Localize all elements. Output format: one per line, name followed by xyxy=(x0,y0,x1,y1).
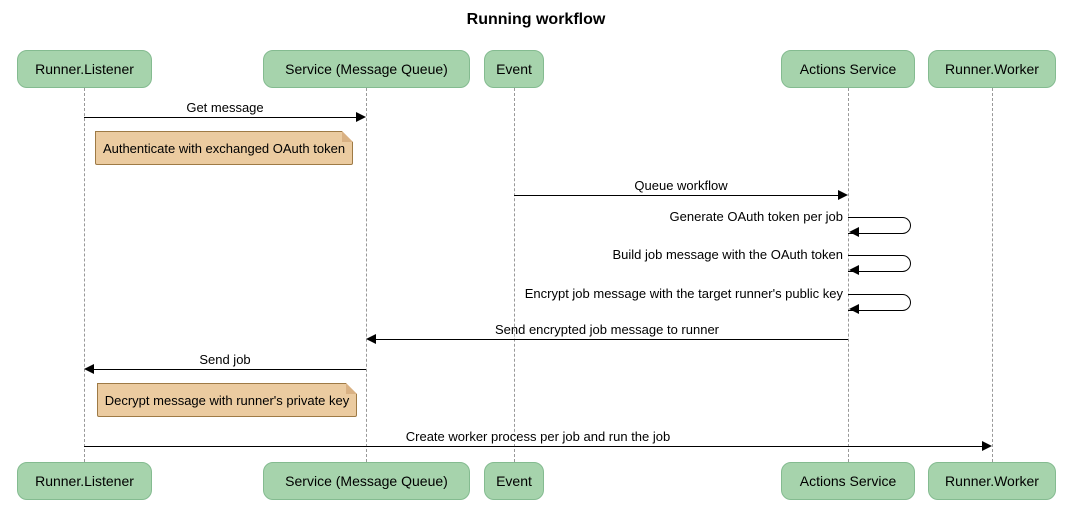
participant-top-event: Event xyxy=(484,50,544,88)
participant-bottom-runner-listener: Runner.Listener xyxy=(17,462,152,500)
note-decrypt: Decrypt message with runner's private ke… xyxy=(97,383,357,417)
arrowhead-right-icon xyxy=(838,190,848,200)
message-line xyxy=(514,195,842,196)
participant-top-actions-service: Actions Service xyxy=(781,50,915,88)
note-text: Decrypt message with runner's private ke… xyxy=(104,392,350,408)
arrowhead-left-icon xyxy=(84,364,94,374)
lifeline-runner-worker xyxy=(992,88,993,462)
note-fold-icon xyxy=(346,383,357,394)
arrowhead-left-icon xyxy=(849,265,859,275)
note-text: Authenticate with exchanged OAuth token xyxy=(102,140,346,156)
message-label-send-encrypted: Send encrypted job message to runner xyxy=(494,322,720,337)
participant-top-runner-listener: Runner.Listener xyxy=(17,50,152,88)
arrowhead-right-icon xyxy=(982,441,992,451)
lifeline-service-message-queue xyxy=(366,88,367,462)
participant-bottom-runner-worker: Runner.Worker xyxy=(928,462,1056,500)
message-label-generate-oauth: Generate OAuth token per job xyxy=(669,209,843,224)
message-line xyxy=(84,117,360,118)
lifeline-actions-service xyxy=(848,88,849,462)
note-fold-icon xyxy=(342,131,353,142)
self-loop xyxy=(848,217,911,234)
arrowhead-right-icon xyxy=(356,112,366,122)
participant-bottom-event: Event xyxy=(484,462,544,500)
message-label-encrypt-job-message: Encrypt job message with the target runn… xyxy=(524,286,843,301)
note-authenticate: Authenticate with exchanged OAuth token xyxy=(95,131,353,165)
message-line xyxy=(90,369,366,370)
lifeline-runner-listener xyxy=(84,88,85,462)
message-label-get-message: Get message xyxy=(186,100,264,115)
participant-top-service-message-queue: Service (Message Queue) xyxy=(263,50,470,88)
message-label-queue-workflow: Queue workflow xyxy=(634,178,728,193)
diagram-title: Running workflow xyxy=(466,11,606,28)
message-line xyxy=(84,446,982,447)
arrowhead-left-icon xyxy=(366,334,376,344)
message-label-create-worker: Create worker process per job and run th… xyxy=(405,429,671,444)
message-label-send-job: Send job xyxy=(199,352,251,367)
participant-top-runner-worker: Runner.Worker xyxy=(928,50,1056,88)
participant-bottom-actions-service: Actions Service xyxy=(781,462,915,500)
lifeline-event xyxy=(514,88,515,462)
message-line xyxy=(372,339,848,340)
message-label-build-job-message: Build job message with the OAuth token xyxy=(612,247,843,262)
self-loop xyxy=(848,294,911,311)
arrowhead-left-icon xyxy=(849,227,859,237)
arrowhead-left-icon xyxy=(849,304,859,314)
self-loop xyxy=(848,255,911,272)
participant-bottom-service-message-queue: Service (Message Queue) xyxy=(263,462,470,500)
